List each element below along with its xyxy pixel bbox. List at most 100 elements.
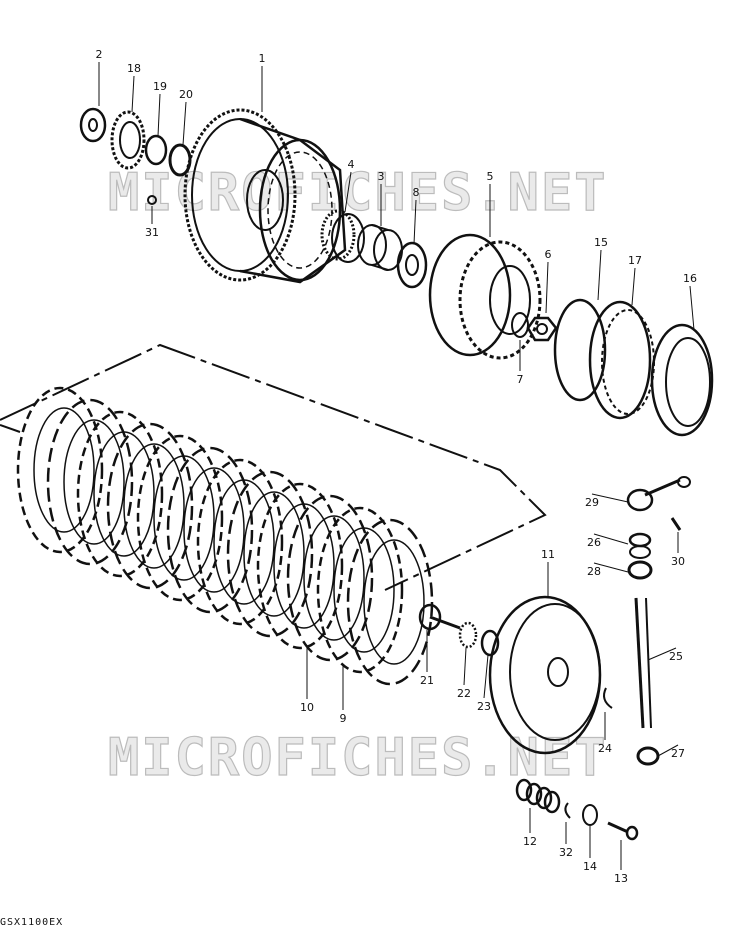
clutch-hub-part xyxy=(428,233,542,360)
callout-16: 16 xyxy=(683,272,697,285)
callout-24: 24 xyxy=(598,742,612,755)
callout-13: 13 xyxy=(614,872,628,885)
callout-labels: 1234567891011121314151617181920212223242… xyxy=(96,48,698,885)
clutch-plate-outline xyxy=(256,482,344,650)
callout-27: 27 xyxy=(671,747,685,760)
washer-32-part xyxy=(564,802,571,819)
leader-line-26 xyxy=(593,533,629,545)
callout-18: 18 xyxy=(127,62,141,75)
pressure-disc-part xyxy=(488,595,602,755)
clutch-plate-outline xyxy=(76,410,164,578)
callout-29: 29 xyxy=(585,496,599,509)
clutch-plate-inner-outline xyxy=(303,515,365,641)
clutch-plate-outline xyxy=(106,422,194,590)
callout-23: 23 xyxy=(477,700,491,713)
callout-30: 30 xyxy=(671,555,685,568)
ring-20-part xyxy=(168,143,192,177)
callout-21: 21 xyxy=(420,674,434,687)
clutch-plate-inner-outline xyxy=(63,419,125,545)
circlip-24-part xyxy=(603,687,613,709)
callout-25: 25 xyxy=(669,650,683,663)
spring-12-part xyxy=(515,778,561,814)
release-arm-29-part xyxy=(626,476,691,512)
callout-19: 19 xyxy=(153,80,167,93)
clutch-plate-outline xyxy=(316,506,404,674)
callout-1: 1 xyxy=(259,52,266,65)
clutch-plate-inner-outline xyxy=(333,527,395,653)
clutch-plate-17-part xyxy=(588,300,655,420)
leader-line-15 xyxy=(597,249,602,301)
leader-line-29 xyxy=(591,493,629,503)
gear-18-part xyxy=(110,110,146,170)
clutch-plate-inner-outline xyxy=(183,467,245,593)
plate-stack-frame xyxy=(0,343,547,591)
clutch-housing-part xyxy=(183,108,347,284)
washer-14-part xyxy=(582,804,598,826)
bolt-13-part xyxy=(607,821,639,841)
clutch-plate-outline xyxy=(196,458,284,626)
callout-10: 10 xyxy=(300,701,314,714)
clutch-plate-inner-outline xyxy=(363,539,425,665)
seal-28-part xyxy=(627,560,653,580)
clutch-plate-outline xyxy=(136,434,224,602)
callout-22: 22 xyxy=(457,687,471,700)
clutch-plate-outline xyxy=(16,386,104,554)
callout-26: 26 xyxy=(587,536,601,549)
leader-line-4 xyxy=(344,171,352,213)
needle-bearing-part xyxy=(320,209,365,263)
callout-4: 4 xyxy=(348,158,355,171)
callout-7: 7 xyxy=(517,373,524,386)
callout-2: 2 xyxy=(96,48,103,61)
callout-28: 28 xyxy=(587,565,601,578)
leader-line-6 xyxy=(545,261,549,314)
release-shaft-25-part xyxy=(634,597,652,729)
leader-line-22 xyxy=(463,647,467,686)
callout-15: 15 xyxy=(594,236,608,249)
clutch-plate-outline xyxy=(46,398,134,566)
leader-line-23 xyxy=(483,654,489,699)
bearing-21-part xyxy=(418,603,461,631)
clutch-plate-inner-outline xyxy=(213,479,275,605)
leader-line-27 xyxy=(657,744,679,757)
callout-14: 14 xyxy=(583,860,597,873)
callout-17: 17 xyxy=(628,254,642,267)
clutch-plate-outline xyxy=(226,470,314,638)
callout-5: 5 xyxy=(487,170,494,183)
callout-8: 8 xyxy=(413,186,420,199)
clutch-plate-inner-outline xyxy=(123,443,185,569)
bushing-27-part xyxy=(636,746,660,766)
callout-32: 32 xyxy=(559,846,573,859)
watermark-bottom: MICROFICHES.NET xyxy=(108,728,608,788)
clutch-plate-inner-outline xyxy=(93,431,155,557)
leader-line-18 xyxy=(131,75,135,113)
leader-line-8 xyxy=(413,199,417,245)
callout-3: 3 xyxy=(378,170,385,183)
spacer-part xyxy=(357,224,403,271)
clutch-plate-stack xyxy=(16,386,434,686)
washer-2-part xyxy=(79,107,107,143)
ball-31-part xyxy=(147,195,157,205)
callout-31: 31 xyxy=(145,226,159,239)
bearing-22-part xyxy=(458,621,478,649)
clutch-plate-16-part xyxy=(650,323,714,437)
lock-washer-part xyxy=(511,312,529,338)
leader-lines xyxy=(98,62,695,870)
callout-6: 6 xyxy=(545,248,552,261)
leader-line-20 xyxy=(182,101,187,146)
callout-12: 12 xyxy=(523,835,537,848)
clutch-plate-outline xyxy=(166,446,254,614)
wire-ring-part xyxy=(553,298,607,402)
clutch-plate-inner-outline xyxy=(273,503,335,629)
watermark-top: MICROFICHES.NET xyxy=(108,163,608,223)
thrust-washer-part xyxy=(396,241,428,289)
leader-line-28 xyxy=(593,562,629,573)
clutch-plate-inner-outline xyxy=(153,455,215,581)
hub-nut-part xyxy=(526,316,558,342)
callout-9: 9 xyxy=(340,712,347,725)
bushing-26-part xyxy=(628,532,652,559)
clutch-plate-outline xyxy=(346,518,434,686)
bearing-19-part xyxy=(144,134,168,166)
leader-line-19 xyxy=(157,93,161,137)
clutch-plate-inner-outline xyxy=(33,407,95,533)
